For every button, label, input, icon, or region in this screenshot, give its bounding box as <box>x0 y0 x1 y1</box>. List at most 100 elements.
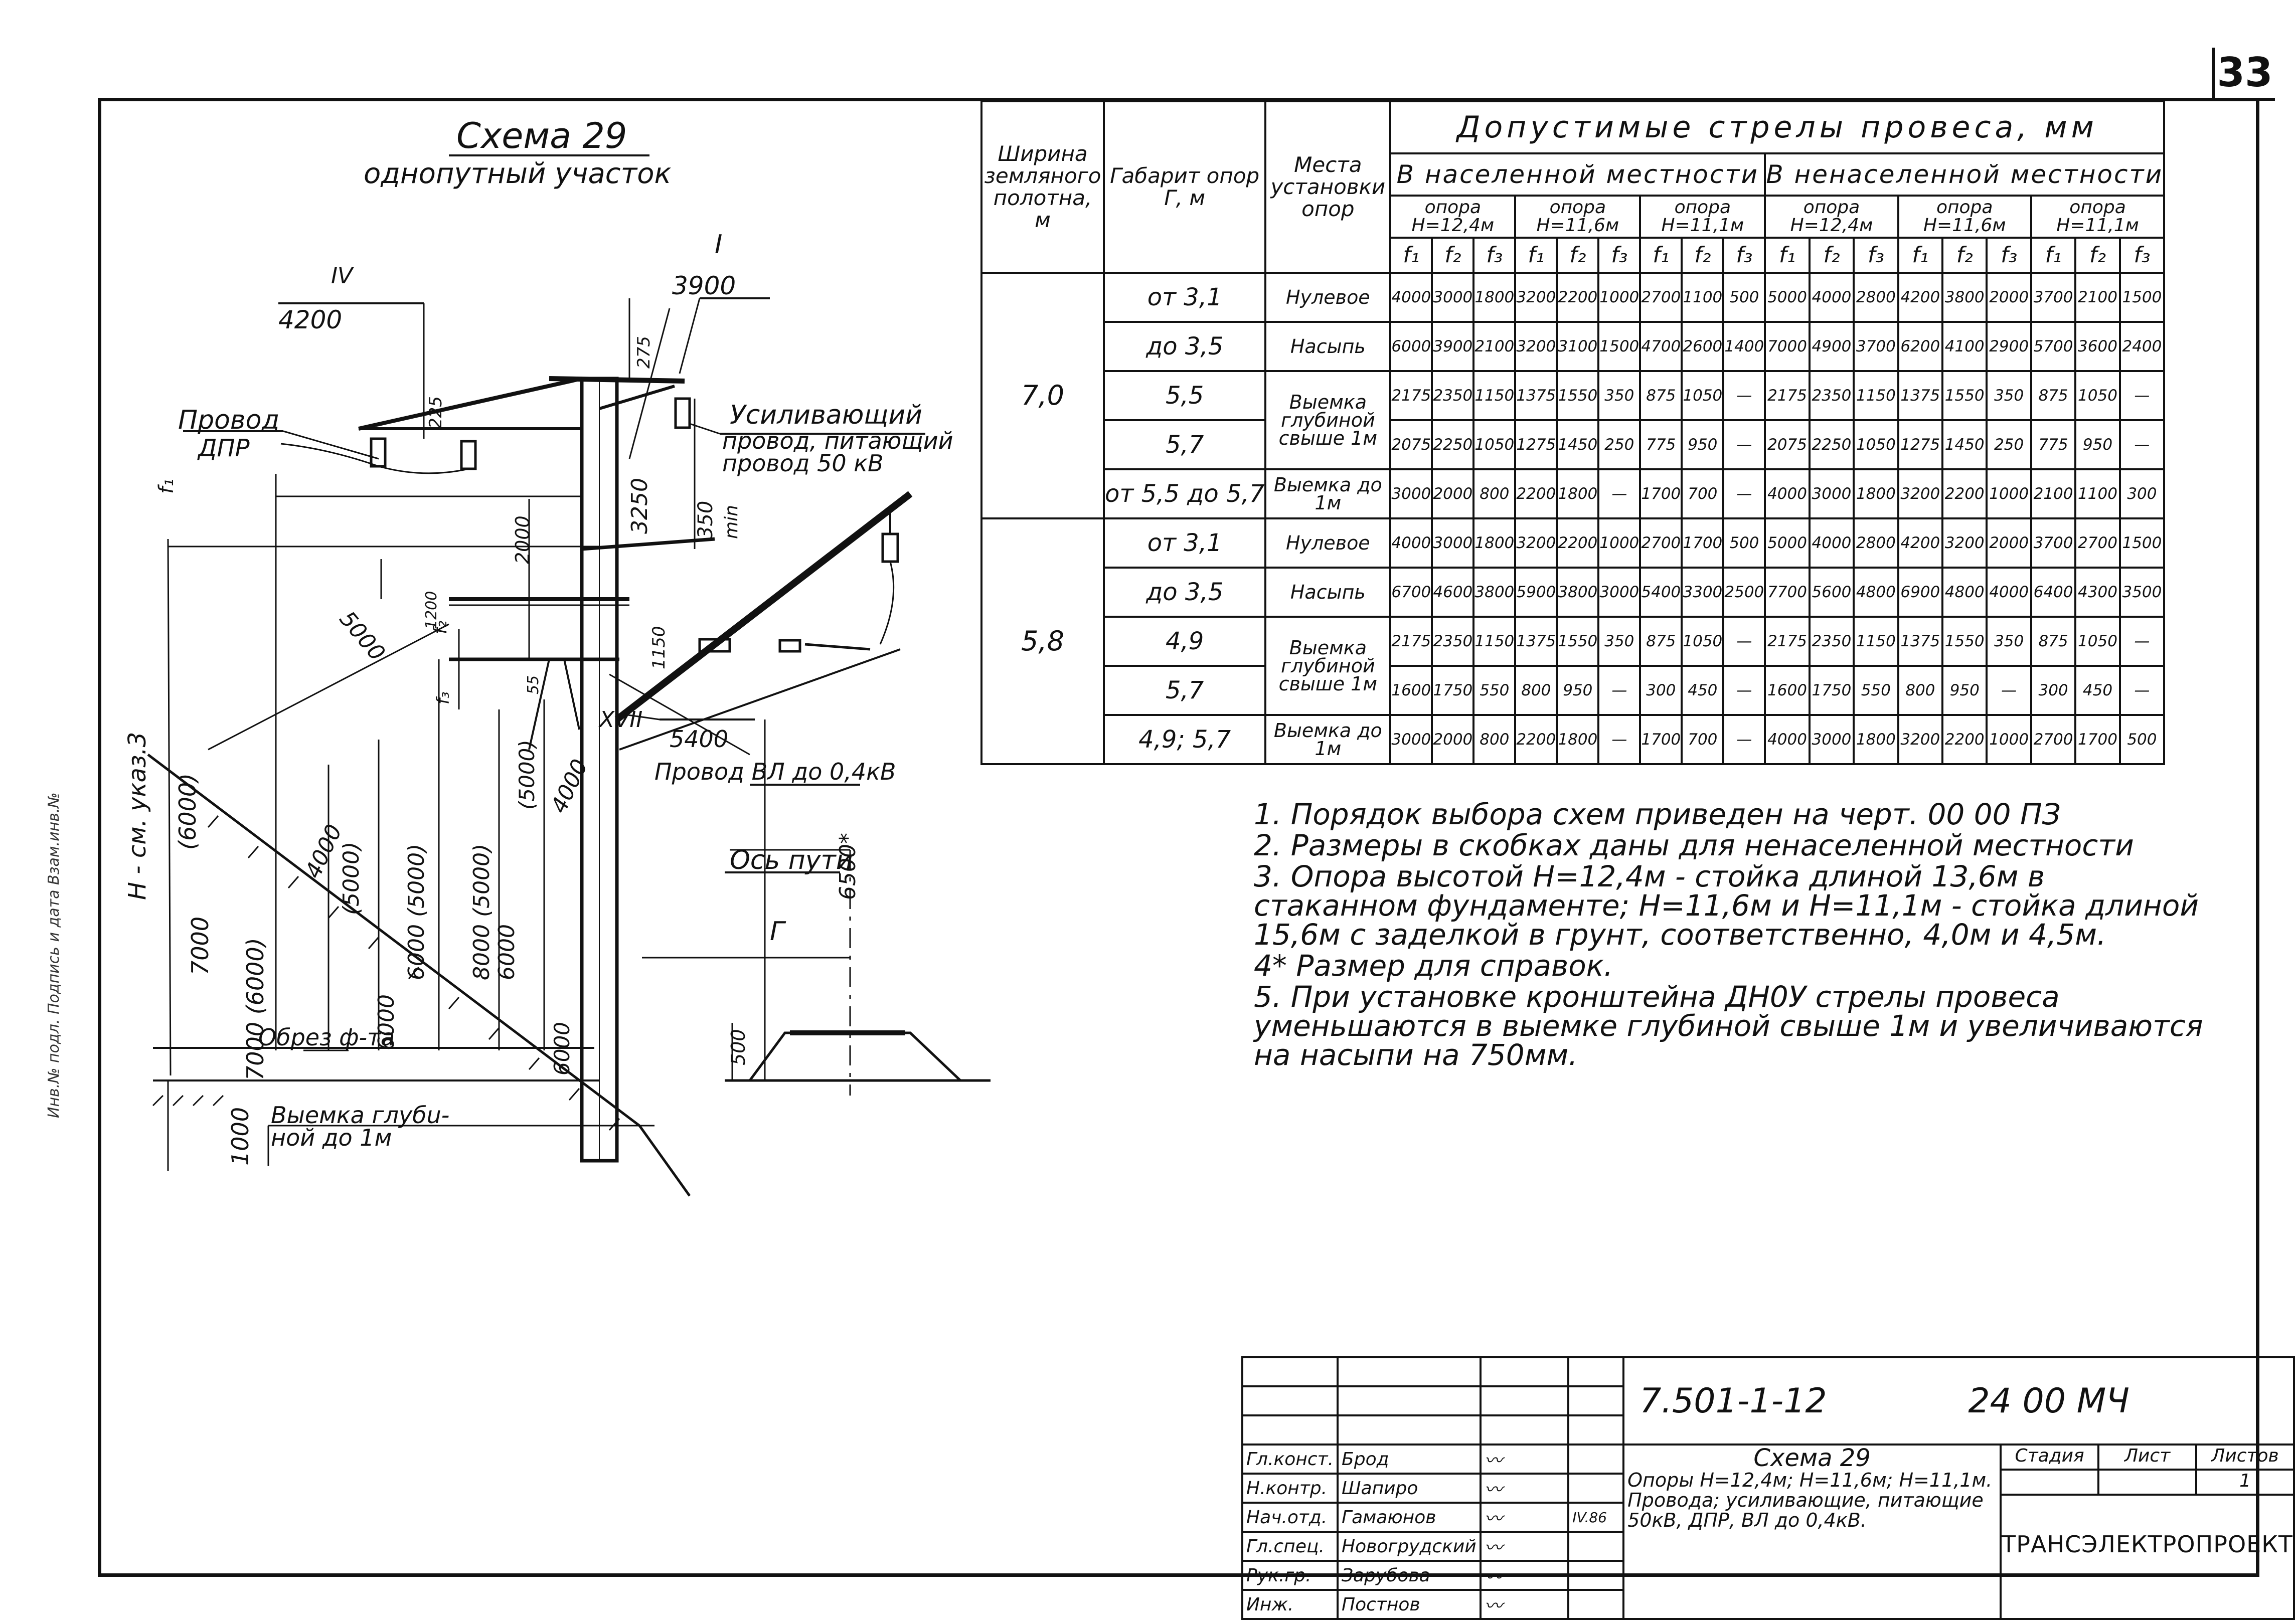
head-support: опора H=11,6м <box>1514 195 1642 239</box>
cell-value: 950 <box>1941 665 1988 716</box>
cell-value: 1100 <box>1681 272 1725 323</box>
cell-value: 2200 <box>1556 517 1600 569</box>
cell-value: 1750 <box>1808 665 1855 716</box>
cell-value: 3900 <box>1431 321 1475 372</box>
head-f-label: f₂ <box>1941 237 1988 274</box>
name: Постнов <box>1337 1589 1482 1620</box>
signature: 〰 <box>1479 1560 1570 1591</box>
cell-mesto: Насыпь <box>1264 321 1392 372</box>
cell-mesto: Выемка до 1м <box>1264 468 1392 519</box>
cell-value: 2700 <box>2074 517 2121 569</box>
label-obrez: Обрез ф-та <box>258 1024 395 1051</box>
head-f-label: f₂ <box>1556 237 1600 274</box>
label-gamma: Г <box>770 917 786 947</box>
cell-value: 1050 <box>1681 616 1725 667</box>
cell-value: 6700 <box>1389 567 1433 618</box>
dim-6000-b: 6000 <box>494 924 520 980</box>
cell-value: 1275 <box>1897 419 1944 470</box>
desc-text: Опоры H=12,4м; H=11,6м; H=11,1м. Провода… <box>1627 1469 1993 1532</box>
head-f-label: f₁ <box>1639 237 1683 274</box>
head-f-label: f₃ <box>1986 237 2032 274</box>
cell-value: 3700 <box>2030 517 2077 569</box>
head-f-label: f₃ <box>2118 237 2166 274</box>
head-f-label: f₃ <box>1597 237 1642 274</box>
cell-value: 350 <box>1597 370 1642 421</box>
dim-55: 55 <box>525 675 542 694</box>
cell-value: — <box>1722 665 1766 716</box>
cell-gabarit: 4,9 <box>1102 616 1267 667</box>
label-f2: f₂ <box>430 621 451 634</box>
cell-value: 4200 <box>1897 272 1944 323</box>
cell-value: 4200 <box>1897 517 1944 569</box>
cell-value: 1050 <box>1681 370 1725 421</box>
cell-value: 700 <box>1681 468 1725 519</box>
cell-value: 4000 <box>1986 567 2032 618</box>
cell-value: 1450 <box>1556 419 1600 470</box>
cell-value: 550 <box>1853 665 1899 716</box>
cell-value: 3200 <box>1897 714 1944 765</box>
cell-mesto: Выемка глубиной свыше 1м <box>1264 616 1392 716</box>
dim-min: min <box>721 505 742 539</box>
head-f-label: f₂ <box>1681 237 1725 274</box>
dim-350: 350 <box>694 501 717 539</box>
label-IV: IV <box>331 263 354 289</box>
cell-value: 2075 <box>1764 419 1811 470</box>
cell-value: 5900 <box>1514 567 1558 618</box>
signature: 〰 <box>1479 1531 1570 1562</box>
head-support: опора H=11,1м <box>2030 195 2166 239</box>
cell-value: 775 <box>2030 419 2077 470</box>
cell-value: 2800 <box>1853 517 1899 569</box>
cell-value: 2200 <box>1556 272 1600 323</box>
cell-value: 2175 <box>1389 370 1433 421</box>
head-support: опора H=11,1м <box>1639 195 1766 239</box>
cell-value: 4300 <box>2074 567 2121 618</box>
cell-value: 1375 <box>1514 616 1558 667</box>
cell-value: 1150 <box>1853 370 1899 421</box>
cell-value: 2500 <box>1722 567 1766 618</box>
head-f-label: f₁ <box>2030 237 2077 274</box>
label-I: I <box>715 230 722 260</box>
cell-value: — <box>2118 370 2166 421</box>
cell-value: 1550 <box>1556 370 1600 421</box>
cell-value: 1375 <box>1897 616 1944 667</box>
head-f-label: f₂ <box>1808 237 1855 274</box>
cell-value: 875 <box>1639 370 1683 421</box>
cell-value: 3000 <box>1808 468 1855 519</box>
sheets-value: 1 <box>2239 1471 2251 1491</box>
date: IV.86 <box>1567 1502 1625 1533</box>
cell-value: 3300 <box>1681 567 1725 618</box>
cell-value: 2700 <box>1639 272 1683 323</box>
cell-gabarit: до 3,5 <box>1102 321 1267 372</box>
cell-value: 4700 <box>1639 321 1683 372</box>
cell-value: 1050 <box>1472 419 1517 470</box>
cell-value: — <box>2118 665 2166 716</box>
cell-value: 2100 <box>2030 468 2077 519</box>
cell-value: 5000 <box>1764 517 1811 569</box>
label-usil-1: Усиливающий <box>730 400 922 430</box>
head-f-label: f₁ <box>1389 237 1433 274</box>
cell-value: 1800 <box>1556 468 1600 519</box>
dim-7000-6000: 7000 (6000) <box>242 938 269 1080</box>
desc-title: Схема 29 <box>1753 1445 1871 1472</box>
cell-value: 3000 <box>1431 517 1475 569</box>
cell-value: — <box>1722 714 1766 765</box>
desc-cell: Схема 29 Опоры H=12,4м; H=11,6м; H=11,1м… <box>1622 1443 2002 1620</box>
cell-value: 1700 <box>1681 517 1725 569</box>
cell-value: 3200 <box>1941 517 1988 569</box>
label-usil-3: провод 50 кВ <box>722 450 884 477</box>
cell-value: 700 <box>1681 714 1725 765</box>
cell-value: 5700 <box>2030 321 2077 372</box>
cell-value: 350 <box>1597 616 1642 667</box>
cell-value: 300 <box>2030 665 2077 716</box>
cell-value: 2250 <box>1808 419 1855 470</box>
dim-500: 500 <box>727 1029 749 1065</box>
role: Инж. <box>1241 1589 1339 1620</box>
cell-value: 800 <box>1514 665 1558 716</box>
dim-6000-5000: 6000 (5000) <box>404 844 429 980</box>
scheme-title: Схема 29 <box>456 115 627 156</box>
